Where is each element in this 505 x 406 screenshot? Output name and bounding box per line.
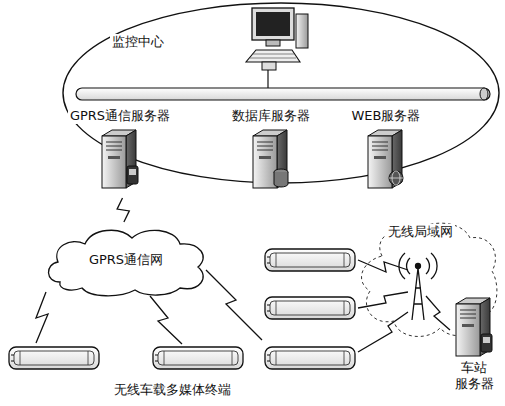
server-node: GPRS通信服务器 [60,108,180,198]
server-icon [251,128,291,192]
antenna-tower [399,253,437,320]
server-node: 数据库服务器 [218,108,324,198]
server-icon [366,128,406,192]
network-cloud: GPRS通信网 [40,222,212,298]
node-label: 无线局域网 [386,224,455,240]
node-label: GPRS通信网 [87,252,165,268]
network-bus [76,88,490,100]
node-label: WEB服务器 [350,108,423,124]
wireless-link [117,198,129,222]
node-label: 监控中心 [110,34,166,50]
node-label: 数据库服务器 [230,108,312,124]
server-icon [100,128,140,192]
server-node: 车站 服务器 [446,296,502,404]
server-icon [100,128,140,192]
caption-label: 无线车载多媒体终端 [112,381,233,399]
server-icon [454,296,494,360]
server-icon [366,128,406,192]
server-icon [454,296,494,360]
computer-icon [246,8,308,88]
server-icon [251,128,291,192]
node-label: 车站 服务器 [451,360,497,391]
node-label: GPRS通信服务器 [68,108,172,124]
server-node: WEB服务器 [338,108,434,198]
center-region: 监控中心 GPRS通信服务器 数据库服务器 WEB服务器 [62,2,500,184]
